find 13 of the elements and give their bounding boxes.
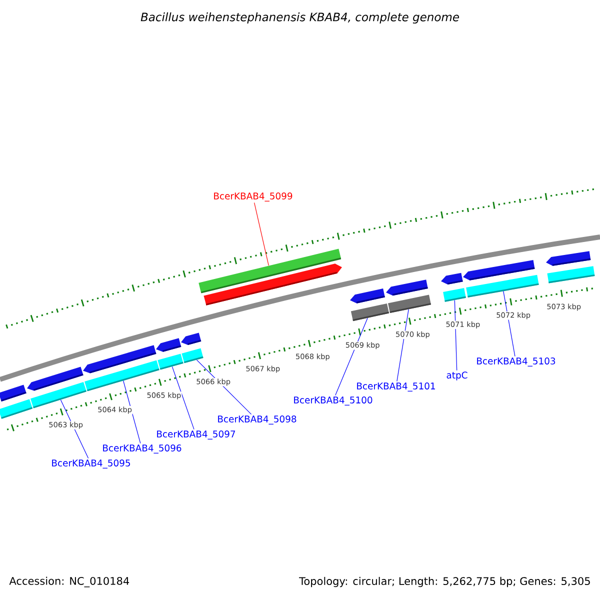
leader-line	[172, 366, 194, 430]
title: Bacillus weihenstephanensis KBAB4, complete genome	[140, 12, 459, 24]
gene-bar	[30, 382, 86, 408]
footer-text: Topology: circular; Length: 5,262,775 bp; Genes: 5,305	[299, 576, 590, 588]
footer-text: Accession: NC_010184	[9, 576, 130, 588]
gene-label: BcerKBAB4_5098	[218, 416, 296, 424]
gene-label: BcerKBAB4_5096	[103, 444, 182, 454]
gene-label: BcerKBAB4_5095	[52, 460, 130, 468]
gene-label: BcerKBAB4_5100	[294, 396, 372, 406]
gene-label: BcerKBAB4_5099	[214, 192, 292, 202]
leader-line	[123, 380, 141, 444]
gene-label: BcerKBAB4_5097	[157, 430, 236, 440]
gene-label: BcerKBAB4_5101	[357, 382, 435, 392]
